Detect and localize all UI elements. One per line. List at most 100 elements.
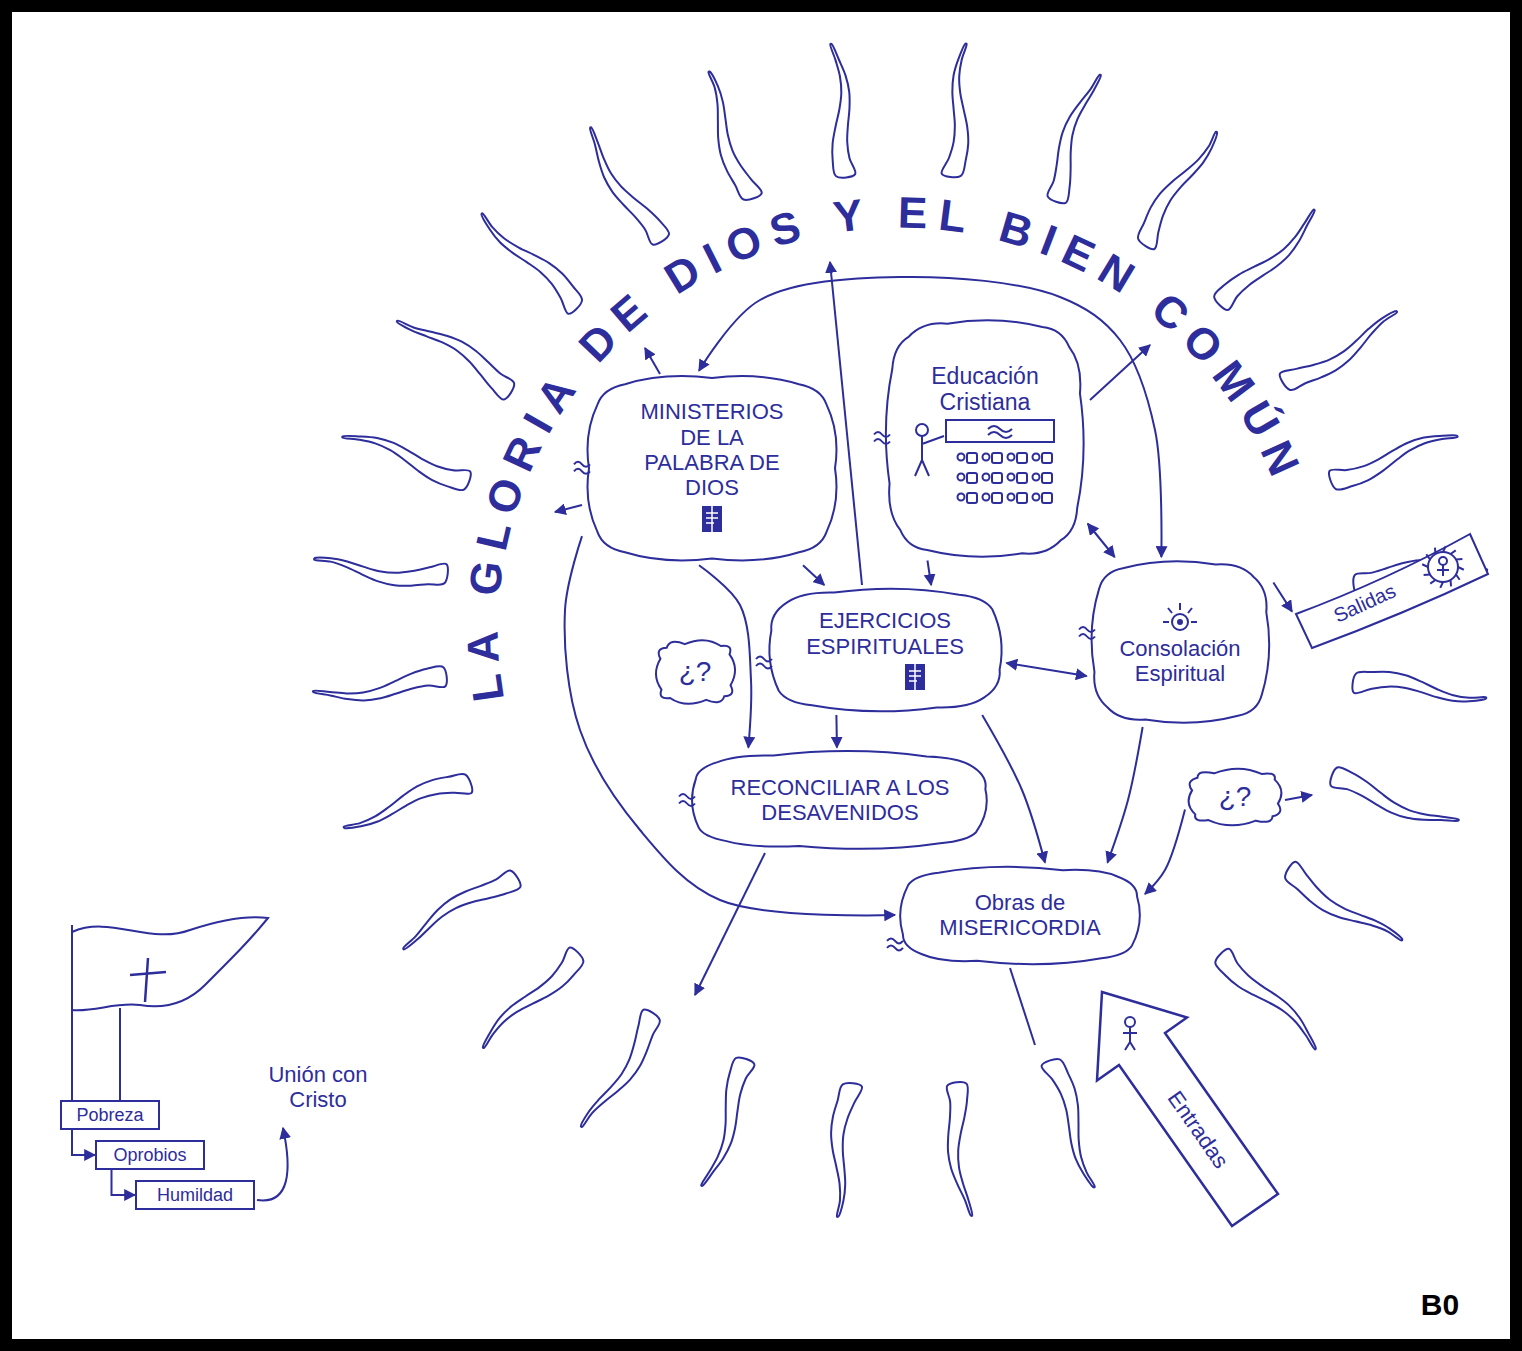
sun-ray	[403, 870, 520, 949]
title-letter: L	[469, 519, 518, 555]
node-text: Pobreza	[76, 1105, 143, 1126]
pupil	[1008, 494, 1015, 501]
process-box: Humildad	[135, 1180, 255, 1210]
cloud-outline	[655, 640, 734, 704]
light-dot	[1178, 620, 1182, 624]
title-letter	[874, 191, 888, 236]
title-letter: Ú	[1233, 394, 1287, 444]
desk	[1042, 453, 1052, 463]
sun-ray	[1280, 311, 1397, 390]
leader-arrow	[555, 505, 582, 512]
cloud-bubble: RECONCILIAR A LOS DESAVENIDOS	[687, 748, 993, 853]
sun-ray	[397, 321, 514, 400]
board-writing	[988, 426, 1012, 438]
book-lines	[909, 664, 921, 690]
pupil	[983, 494, 990, 501]
wave-mark	[679, 794, 695, 806]
pupil	[1033, 454, 1040, 461]
title-letter: M	[1206, 353, 1263, 409]
title-letter	[461, 606, 505, 620]
cloud-outline	[692, 751, 987, 849]
sun-ray	[581, 1010, 660, 1127]
connector	[982, 715, 1045, 863]
connector	[72, 1130, 95, 1155]
cloud-outline	[1189, 769, 1282, 826]
wave-mark	[887, 938, 903, 950]
cloud-outline	[1091, 561, 1269, 722]
pupil	[1008, 474, 1015, 481]
desk	[1042, 493, 1052, 503]
title-letter: N	[1091, 246, 1141, 300]
book-cover	[905, 664, 925, 690]
node-text: Educación Cristiana	[915, 363, 1055, 416]
desk	[967, 493, 977, 503]
sun-ray	[947, 1082, 973, 1216]
book-icon	[699, 504, 725, 534]
banner-band: Salidas	[1292, 530, 1492, 650]
pupil	[958, 494, 965, 501]
title-letter: O	[1176, 316, 1231, 371]
sun-ray	[1042, 1059, 1095, 1187]
flag-pole	[72, 925, 120, 1100]
cross-symbol	[130, 958, 166, 1002]
desk	[1017, 493, 1027, 503]
wave-mark	[1079, 627, 1095, 639]
title-letter: S	[765, 204, 805, 254]
title-letter: Y	[831, 193, 866, 240]
title-letter: A	[528, 369, 582, 420]
sun-ray	[1214, 209, 1315, 310]
process-box: Oprobios	[95, 1140, 205, 1170]
cloud-bubble: EJERCICIOS ESPIRITUALES	[764, 585, 1007, 715]
leader-arrow	[830, 262, 862, 585]
pupil	[1033, 494, 1040, 501]
node-text: ¿?	[679, 656, 712, 688]
desk	[992, 473, 1002, 483]
sun-ray	[708, 71, 761, 199]
connector	[1108, 727, 1143, 863]
title-letter: D	[571, 316, 625, 369]
badge	[1428, 552, 1458, 582]
sun-ray	[1285, 862, 1402, 941]
cloud-bubble: ¿?	[653, 637, 738, 707]
node-outline	[882, 316, 1088, 561]
wave-mark	[574, 461, 590, 473]
band-outline	[1296, 534, 1488, 648]
node-text: Obras de MISERICORDIA	[928, 890, 1113, 941]
cloud-outline	[587, 376, 836, 560]
cloud-bubble: MINISTERIOS DE LA PALABRA DE DIOS	[582, 371, 842, 566]
cloud-outline	[886, 320, 1084, 557]
wave-mark	[874, 432, 890, 444]
desk	[967, 473, 977, 483]
connector	[835, 715, 838, 748]
wave-mark	[756, 657, 772, 669]
node-text: RECONCILIAR A LOS DESAVENIDOS	[725, 775, 955, 826]
desk	[992, 453, 1002, 463]
cloud-bubble: Consolación Espiritual	[1087, 557, 1274, 727]
sun-ray	[831, 1083, 862, 1217]
process-box: Pobreza	[60, 1100, 160, 1130]
connector	[1145, 809, 1185, 894]
light-rays	[1163, 603, 1197, 622]
light-icon	[1160, 601, 1200, 633]
connector	[112, 1170, 136, 1195]
pupil	[983, 454, 990, 461]
sun-ray	[483, 948, 584, 1049]
leader-arrow	[645, 348, 660, 374]
sun-ray	[1138, 132, 1217, 249]
title-letter: A	[461, 630, 506, 664]
sun-ray	[1330, 767, 1459, 821]
desk	[1042, 473, 1052, 483]
sun-ray	[1047, 75, 1101, 204]
title-letter: B	[995, 204, 1038, 255]
title-letter: G	[462, 559, 510, 598]
leader-arrow	[1090, 345, 1150, 400]
sun-ray	[1215, 949, 1316, 1050]
blackboard	[946, 420, 1054, 442]
desk	[1017, 453, 1027, 463]
title-letter: E	[603, 287, 654, 340]
desk	[1017, 473, 1027, 483]
connector	[803, 565, 824, 585]
title-letter: O	[479, 472, 532, 519]
